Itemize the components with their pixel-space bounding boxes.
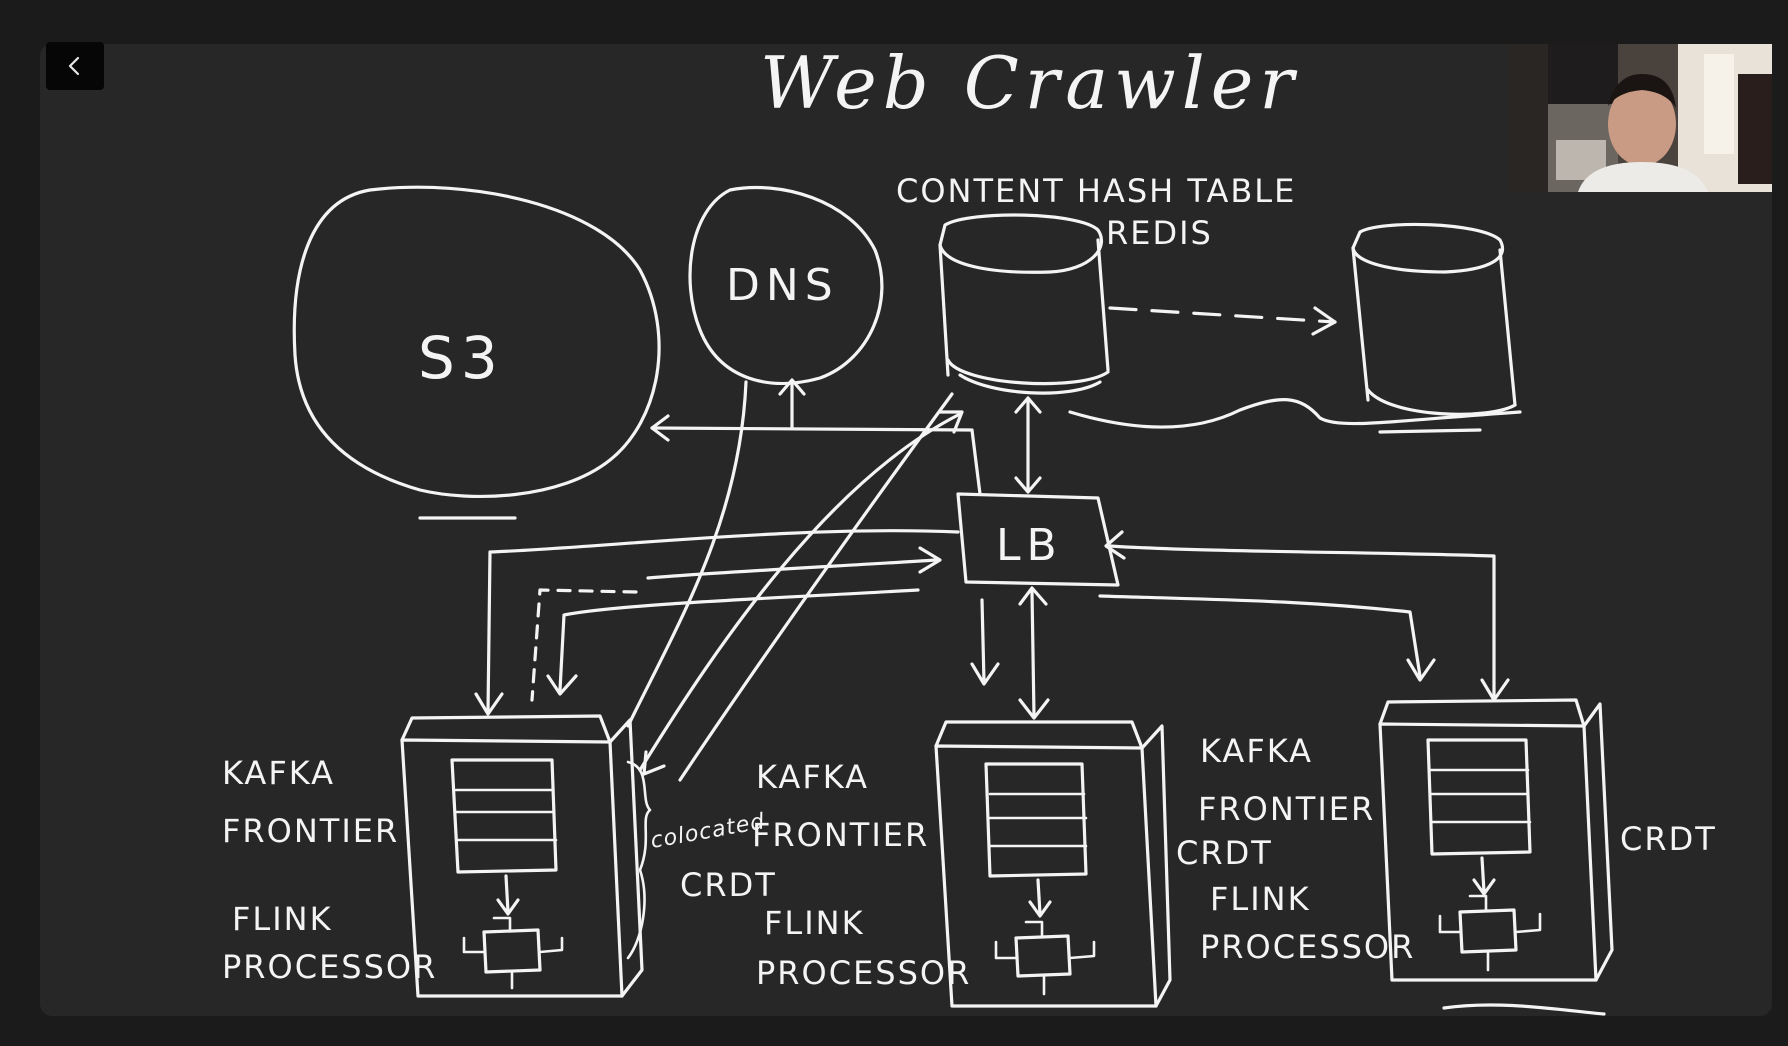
chevron-left-icon [68,56,80,76]
webcam-video-thumbnail[interactable] [1508,44,1772,192]
back-button[interactable] [46,42,104,90]
presenter-video-frame [1508,44,1772,192]
